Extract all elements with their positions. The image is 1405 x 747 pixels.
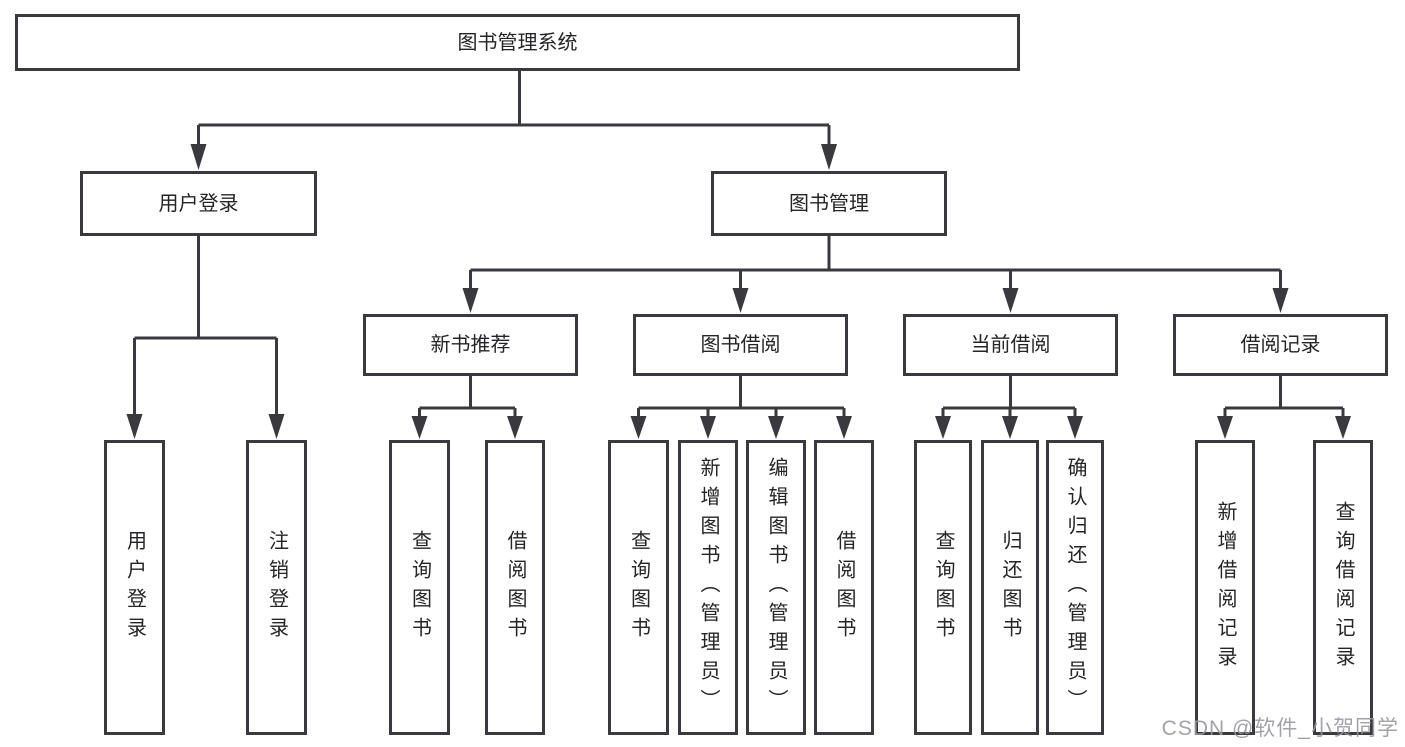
leaf-borrowing-add-book-admin: 新增图书（管理员） [678,440,738,735]
arrowhead-bb-query [630,416,647,439]
leaf-borrowing-borrow-book: 借阅图书 [814,440,874,735]
node-current-borrowing: 当前借阅 [903,314,1118,376]
arrowhead-nb-borrow [507,416,523,439]
arrowhead-current-borrowing [1002,288,1019,313]
node-root: 图书管理系统 [15,14,1020,71]
leaf-current-confirm-return-admin: 确认归还（管理员） [1046,440,1104,735]
leaf-logout: 注销登录 [246,440,307,735]
leaf-current-query-book: 查询图书 [914,440,972,735]
leaf-newbook-borrow-book: 借阅图书 [485,440,545,735]
node-new-book-recommend: 新书推荐 [363,314,578,376]
node-book-borrowing: 图书借阅 [633,314,848,376]
arrowhead-br-query [1335,416,1351,439]
leaf-current-return-book: 归还图书 [981,440,1039,735]
arrowhead-nb-query [411,416,428,439]
csdn-watermark: CSDN @软件_小贺同学 [1161,717,1399,740]
arrowhead-cb-query [935,416,951,439]
arrowhead-bb-edit [768,416,784,439]
arrowhead-borrowing-records [1272,288,1289,313]
connector-user-login-to-leaves [133,236,278,416]
arrowhead-new-book [462,288,479,313]
connector-book-borrowing-to-leaves [637,376,846,418]
arrowhead-leaf-user-login [126,414,143,439]
leaf-borrowing-edit-book-admin: 编辑图书（管理员） [746,440,806,735]
arrowhead-user-login [190,144,207,170]
leaf-records-query-record: 查询借阅记录 [1313,440,1373,735]
arrowhead-book-management [821,144,837,170]
arrowhead-bb-add [700,416,716,439]
node-user-login: 用户登录 [80,171,317,236]
arrowhead-bb-borrow [836,416,852,439]
node-borrowing-records: 借阅记录 [1173,314,1388,376]
connector-current-borrowing-to-leaves [941,376,1077,418]
connector-borrowing-records-to-leaves [1223,376,1345,418]
arrowhead-leaf-logout [268,414,285,439]
connector-new-book-to-leaves [418,376,517,418]
arrowhead-br-add [1217,416,1233,439]
leaf-borrowing-query-book: 查询图书 [608,440,669,735]
node-book-management: 图书管理 [711,171,947,236]
arrowhead-cb-return [1002,416,1018,439]
leaf-records-add-record: 新增借阅记录 [1195,440,1255,735]
leaf-user-login: 用户登录 [104,440,165,735]
leaf-newbook-query-book: 查询图书 [389,440,450,735]
arrowhead-cb-confirm [1067,416,1083,439]
arrowhead-book-borrowing [732,288,749,313]
connector-book-management-to-level3 [469,236,1282,292]
connector-root-to-level2 [197,70,831,148]
